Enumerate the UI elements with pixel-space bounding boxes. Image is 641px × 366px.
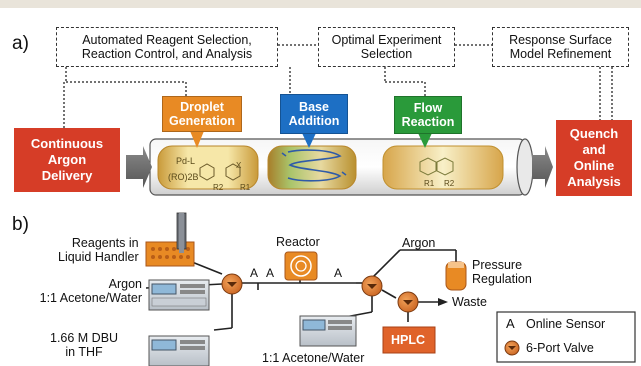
reagents-label: Reagents in Liquid Handler <box>58 236 139 264</box>
product-r2-label: R2 <box>444 179 455 188</box>
catalyst-label: Pd-L <box>176 156 196 166</box>
bottom-solvent-label: 1:1 Acetone/Water <box>262 351 365 365</box>
top-box-line: Response Surface <box>509 33 612 47</box>
quench-arrow-icon <box>532 146 553 188</box>
online-sensor-3: A <box>334 266 343 280</box>
top-box-line: Model Refinement <box>509 47 612 61</box>
quench-line: and <box>582 142 606 157</box>
dbu-label: 1.66 M DBU in THF <box>50 331 118 359</box>
halide-label: X <box>236 161 242 170</box>
panel-b-label: b) <box>12 214 29 235</box>
online-sensor-2: A <box>266 266 275 280</box>
argon-left-line: Argon <box>108 277 142 291</box>
top-box-line: Selection <box>360 47 413 61</box>
base-addition-callout: Base Addition <box>280 94 348 134</box>
top-box-optimal: Optimal Experiment Selection <box>318 27 455 67</box>
droplet-generation-callout: Droplet Generation <box>162 96 242 132</box>
legend-valve-label: 6-Port Valve <box>526 341 594 355</box>
legend-sensor-label: Online Sensor <box>526 317 606 331</box>
callout-line: Generation <box>169 114 235 128</box>
top-box-line: Reaction Control, and Analysis <box>81 47 253 61</box>
argon-left-label: Argon 1:1 Acetone/Water <box>22 277 142 305</box>
top-box-response: Response Surface Model Refinement <box>492 27 629 67</box>
top-box-automated: Automated Reagent Selection, Reaction Co… <box>56 27 278 67</box>
panel-a-label: a) <box>12 33 29 54</box>
reactor-label: Reactor <box>276 235 320 249</box>
callout-line: Reaction <box>401 115 455 129</box>
online-sensor-1: A <box>250 266 259 280</box>
dbu-line: in THF <box>65 345 103 359</box>
reagents-line: Liquid Handler <box>58 250 139 264</box>
quench-line: Analysis <box>567 174 621 189</box>
callout-line: Flow <box>413 101 443 115</box>
callout-line: Droplet <box>180 100 224 114</box>
hplc-label: HPLC <box>391 333 426 347</box>
argon-delivery-line: Continuous <box>30 136 104 151</box>
pressure-line: Pressure <box>472 258 523 272</box>
reagents-line: Reagents in <box>71 236 139 250</box>
top-band <box>0 0 641 8</box>
argon-delivery-box: Continuous Argon Delivery <box>14 128 120 192</box>
quench-analysis-box: Quench and Online Analysis <box>556 120 632 196</box>
top-box-line: Automated Reagent Selection, <box>82 33 252 47</box>
dbu-line: 1.66 M DBU <box>50 331 119 345</box>
argon-top-label: Argon <box>402 236 436 250</box>
boronic-label: (RO)2B <box>168 172 199 182</box>
callout-line: Base <box>299 100 329 114</box>
pressure-label: Pressure Regulation <box>472 258 532 286</box>
product-r1-label: R1 <box>424 179 435 188</box>
waste-label: Waste <box>452 295 487 309</box>
r2-label: R2 <box>213 183 224 192</box>
argon-delivery-line: Argon <box>47 152 87 167</box>
callout-line: Addition <box>288 114 340 128</box>
argon-delivery-line: Delivery <box>41 168 93 183</box>
top-box-line: Optimal Experiment <box>331 33 442 47</box>
quench-line: Online <box>573 158 615 173</box>
argon-left-line: 1:1 Acetone/Water <box>39 291 142 305</box>
pressure-line: Regulation <box>472 272 532 286</box>
argon-arrow-icon <box>126 146 152 188</box>
r1-label: R1 <box>240 183 251 192</box>
quench-line: Quench <box>569 126 619 141</box>
flow-reaction-callout: Flow Reaction <box>394 96 462 134</box>
legend-sensor-symbol: A <box>506 316 515 331</box>
